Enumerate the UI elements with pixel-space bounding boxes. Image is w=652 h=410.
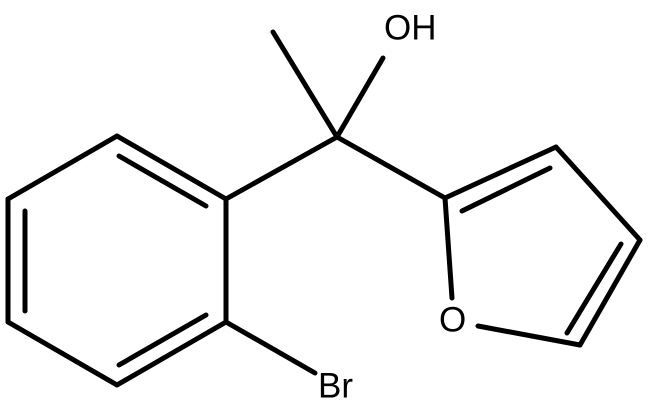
bond-methyl	[270, 29, 340, 140]
furan-oxygen-label: O	[439, 301, 466, 340]
furan-bond-c5-o	[475, 323, 583, 348]
furan-bond-c3-c4	[553, 144, 643, 243]
bond-carbon-hydroxyl	[334, 55, 386, 140]
bond-carbon-furan	[334, 134, 448, 201]
benzene-bond-1	[114, 133, 229, 202]
benzene-bond-5	[114, 319, 229, 388]
hydroxyl-label: OH	[384, 9, 437, 48]
benzene-bond-2	[5, 133, 120, 202]
bromine-label: Br	[318, 367, 353, 406]
benzene-bond-4	[5, 319, 120, 388]
benzene-bond-1-inner	[116, 153, 209, 209]
furan-bond-o-c2	[442, 195, 455, 301]
furan-bond-c4-c5	[577, 237, 643, 348]
bond-bromine	[223, 319, 318, 376]
furan-bond-c2-c3	[442, 144, 559, 201]
bond-carbon-phenyl	[223, 134, 340, 202]
furan-bond-c4-c5-inner	[564, 241, 624, 336]
furan-bond-c2-c3-inner	[459, 165, 553, 214]
benzene-bond-5-inner	[116, 312, 209, 368]
